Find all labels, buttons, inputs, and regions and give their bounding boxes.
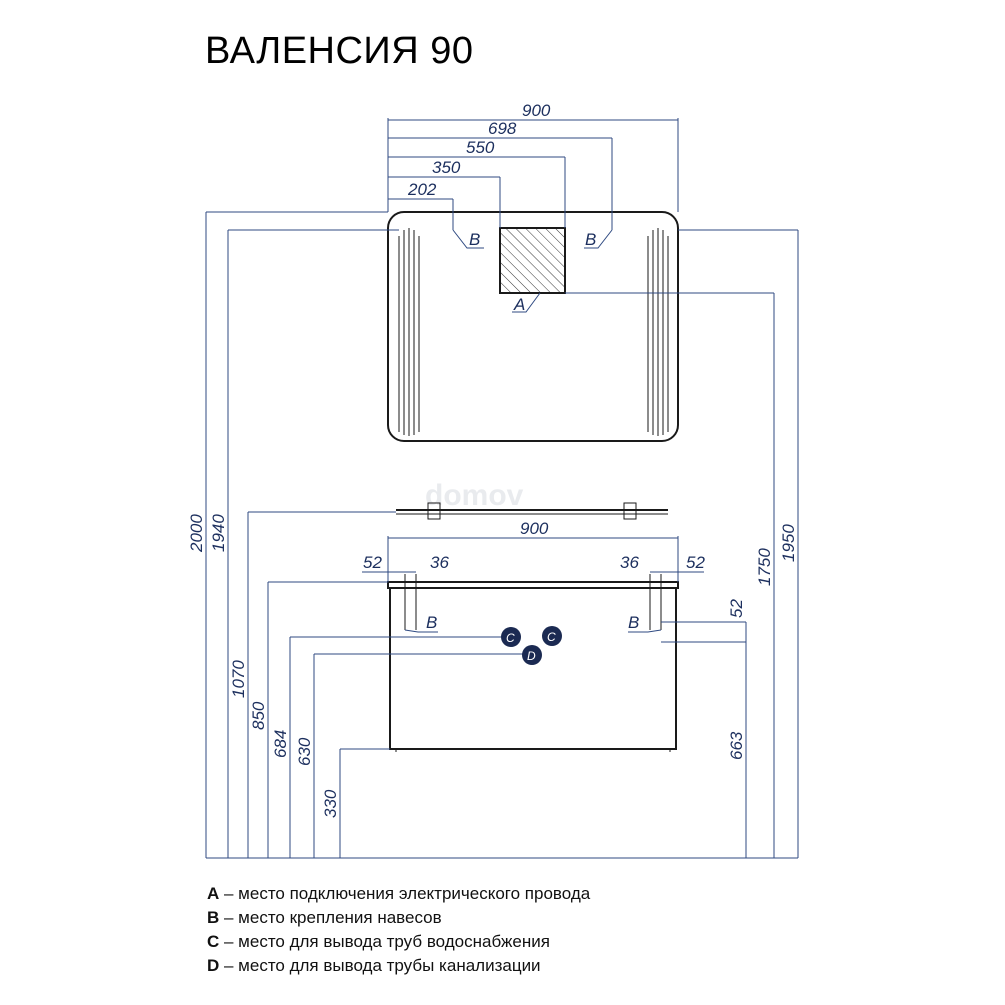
dim-height-1940: 1940 <box>209 514 228 552</box>
watermark: domov <box>425 479 524 512</box>
dim-height-684: 684 <box>271 730 290 758</box>
marker-b-mirror-right: B <box>585 230 596 249</box>
dim-height-1950: 1950 <box>779 524 798 562</box>
dimension-labels: 900 698 550 350 202 900 52 36 36 52 2000… <box>187 101 798 818</box>
marker-c-left: C <box>506 631 515 645</box>
mirror-outline <box>387 211 679 442</box>
cabinet-body <box>389 587 677 750</box>
dim-left-36: 36 <box>430 553 449 572</box>
legend-item-c: C – место для вывода труб водоснабжения <box>207 932 550 951</box>
mirror-left-light-strips <box>398 228 420 436</box>
shelf <box>396 502 668 520</box>
dim-shelf-900: 900 <box>520 519 549 538</box>
dim-height-850: 850 <box>249 701 268 730</box>
shelf-bracket-right <box>623 502 637 520</box>
shelf-bracket-left <box>427 502 441 520</box>
dim-202: 202 <box>407 180 437 199</box>
dim-height-2000: 2000 <box>187 514 206 553</box>
cabinet-hanger-marks <box>404 574 662 630</box>
page-title: ВАЛЕНСИЯ 90 <box>205 30 474 72</box>
dim-left-52: 52 <box>363 553 382 572</box>
electrical-connection-zone <box>499 227 566 294</box>
legend-item-b: B – место крепления навесов <box>207 908 442 927</box>
dim-350: 350 <box>432 158 461 177</box>
vanity-cabinet <box>387 574 679 752</box>
marker-c-right: C <box>547 630 556 644</box>
dim-right-36: 36 <box>620 553 639 572</box>
marker-d-circle <box>522 645 542 665</box>
dim-right-52: 52 <box>686 553 705 572</box>
dim-height-52: 52 <box>727 599 746 618</box>
mirror-right-light-strips <box>647 228 669 436</box>
dim-550: 550 <box>466 138 495 157</box>
marker-c-right-circle <box>542 626 562 646</box>
dim-height-630: 630 <box>295 737 314 766</box>
marker-b-cabinet-right: B <box>628 613 639 632</box>
marker-b-mirror-left: B <box>469 230 480 249</box>
marker-c-left-circle <box>501 627 521 647</box>
dim-height-663: 663 <box>727 731 746 760</box>
dim-width-900: 900 <box>522 101 551 120</box>
marker-d: D <box>527 649 536 663</box>
legend-item-d: D – место для вывода трубы канализации <box>207 956 541 975</box>
legend-item-a: A – место подключения электрического про… <box>207 884 591 903</box>
marker-a: A <box>513 295 525 314</box>
marker-b-cabinet-left: B <box>426 613 437 632</box>
dim-height-1750: 1750 <box>755 548 774 586</box>
legend: A – место подключения электрического про… <box>207 882 590 978</box>
dimension-lines <box>205 118 799 859</box>
dim-height-1070: 1070 <box>229 660 248 698</box>
pipe-markers: C C D <box>501 626 562 665</box>
mirror <box>387 211 679 442</box>
dim-698: 698 <box>488 119 517 138</box>
dim-height-330: 330 <box>321 789 340 818</box>
